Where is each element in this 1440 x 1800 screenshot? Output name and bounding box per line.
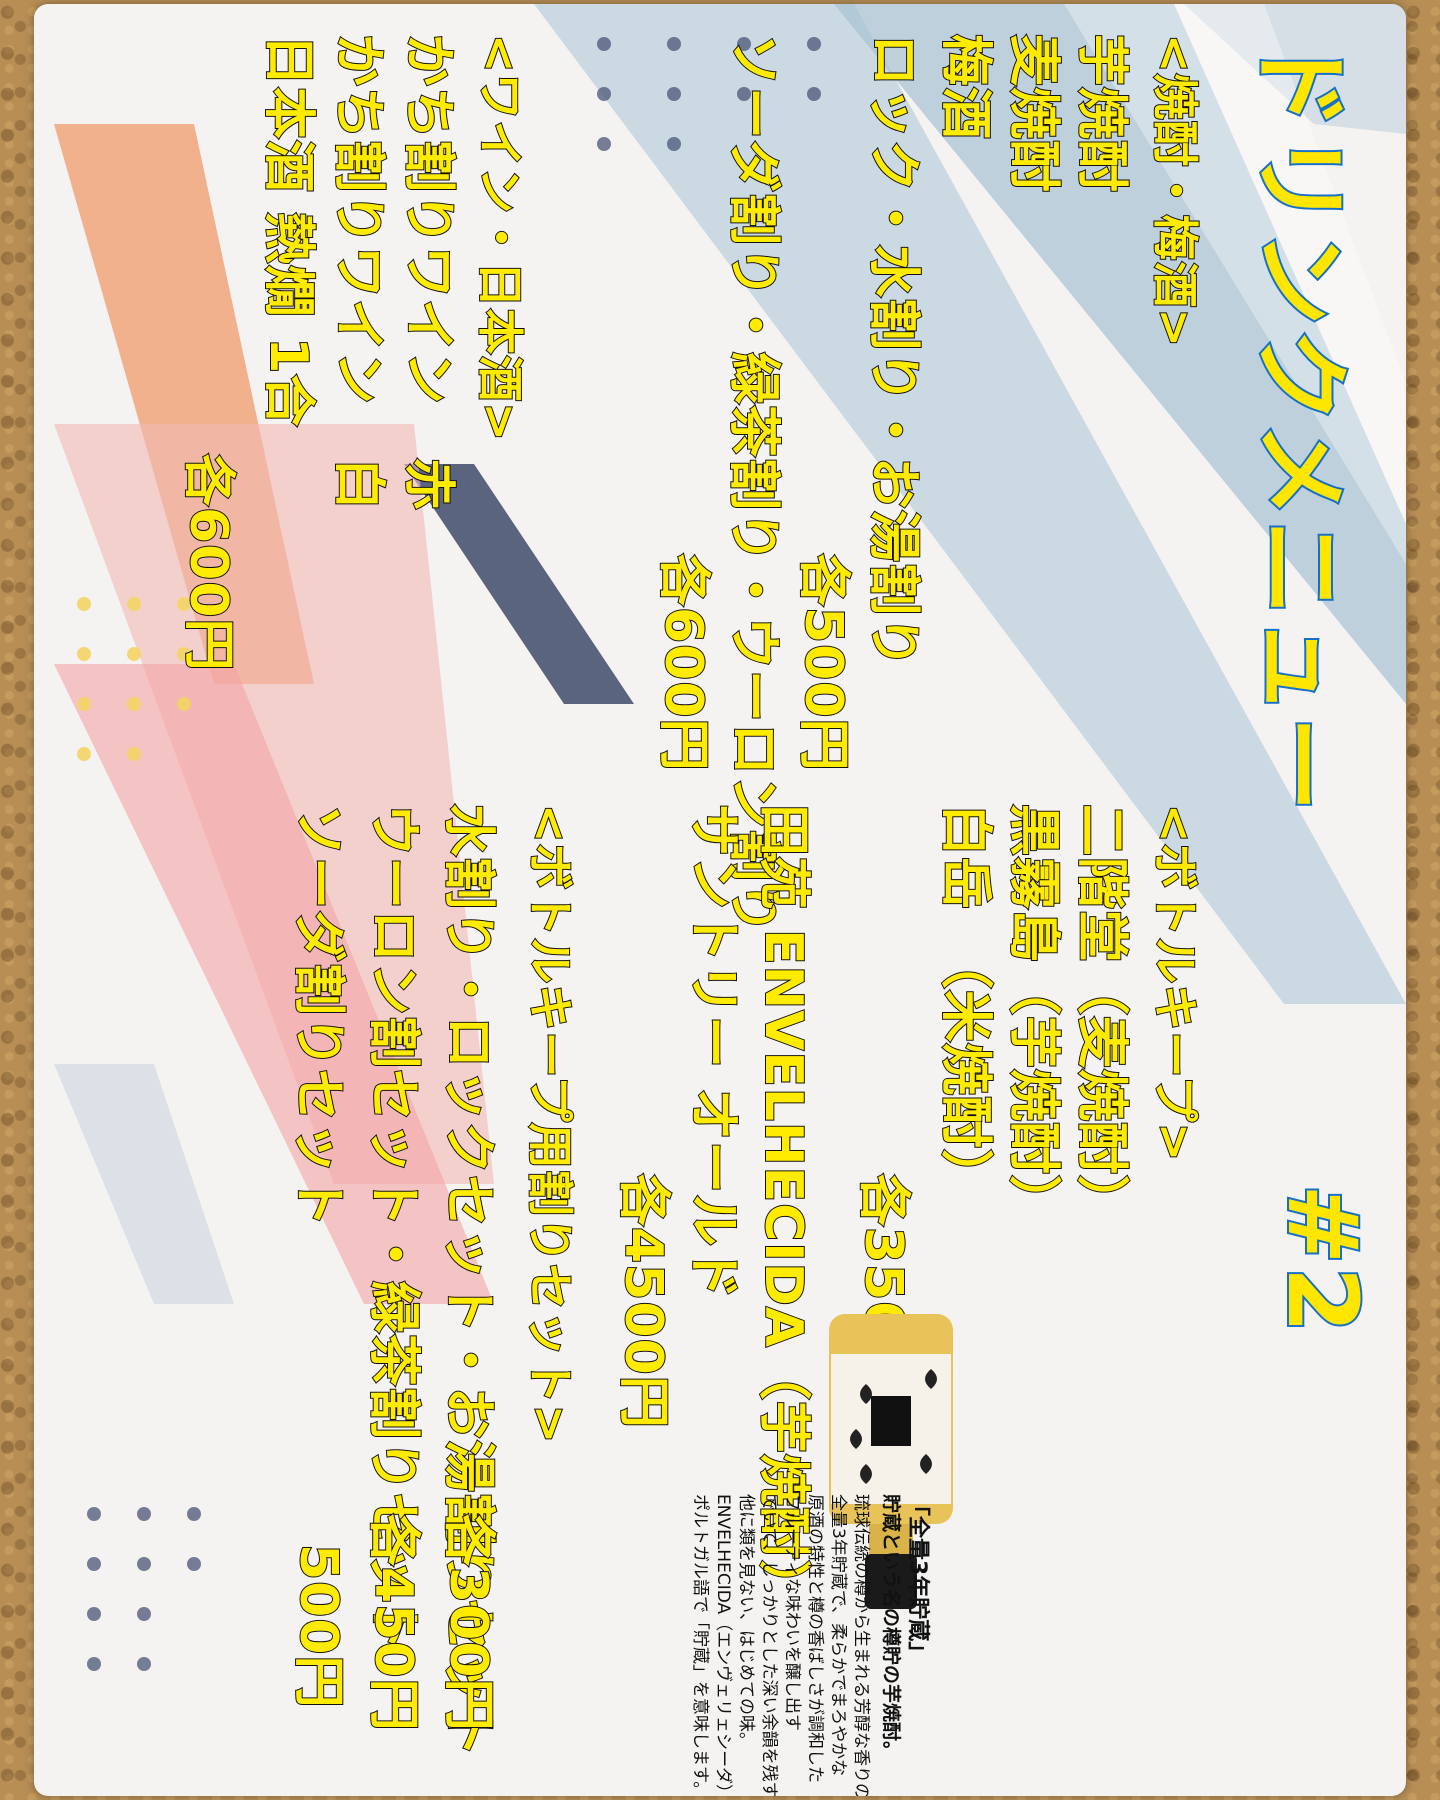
ad-body-line: フルーティな味わいを醸し出す <box>782 1494 802 1731</box>
ad-subhead: 貯蔵という名の樽貯の芋焼酎。 <box>880 1494 902 1761</box>
shochu-item: 芋焼酎 <box>1070 33 1132 194</box>
ad-headline: 「全量3年貯蔵」 <box>905 1494 930 1664</box>
shochu-item: 麦焼酎 <box>1002 33 1064 194</box>
wine-price: 各600円 <box>177 453 239 673</box>
bottle-keep-item-premium: サントリー オールド <box>682 803 744 1301</box>
mixer-set-price: 各300円 <box>437 1513 499 1733</box>
ad-body-line: ENVELHECIDA（エンヴェリェシーダ） <box>713 1494 733 1796</box>
bottle-keep-item: 白岳 （米焼酎） <box>934 803 996 1203</box>
soda-styles-price: 各600円 <box>652 553 714 773</box>
page-label: #2 <box>1264 1182 1380 1337</box>
ad-body-line: ポルトガル語で「貯蔵」を意味します。 <box>690 1494 710 1796</box>
ad-body-line: 琉球伝統の樽から生まれる芳醇な香りの華やかさ <box>851 1494 871 1796</box>
mixer-set-header: <ボトルキープ用割りセット> <box>522 803 578 1445</box>
ad-body-line: 全量3年貯蔵で、柔らかでまろやかな <box>828 1494 848 1777</box>
shochu-header: <焼酎・梅酒> <box>1147 33 1203 349</box>
ad-body-line: でいて、しっかりとした深い余韻を残す <box>759 1494 779 1796</box>
mixer-set-price: 各450円 <box>362 1513 424 1733</box>
serving-styles: ロック・水割り・お湯割り <box>862 33 924 670</box>
bottle-keep-item-premium: 田苑 ENVELHECIDA（芋焼酎） <box>752 803 814 1614</box>
wine-header: <ワイン・日本酒> <box>472 33 528 443</box>
menu-title: ドリンクメニュー <box>1242 32 1358 816</box>
decorative-stripes <box>54 4 1406 1671</box>
wine-item: かち割りワイン 赤 <box>397 33 459 512</box>
soda-styles: ソーダ割り・緑茶割り・ウーロン割り <box>722 33 784 936</box>
bottle-keep-premium-price: 各4500円 <box>612 1173 674 1430</box>
bottle-keep-item: 黒霧島（芋焼酎） <box>1002 803 1064 1229</box>
wine-item: 日本酒 熱燗 1合 <box>257 33 319 428</box>
menu-content-rotated: ドリンクメニュー #2 <焼酎・梅酒> 芋焼酎 麦焼酎 梅酒 ロック・水割り・お… <box>34 4 1406 1796</box>
mixer-set-item: ソーダ割りセット <box>287 803 349 1229</box>
wine-item: かち割りワイン 白 <box>327 33 389 512</box>
serving-styles-price: 各500円 <box>792 553 854 773</box>
bottle-keep-header: <ボトルキープ> <box>1147 803 1203 1163</box>
bottle-image <box>829 1314 953 1609</box>
ad-body-line: 他に類を見ない、はじめての味。 <box>736 1494 756 1749</box>
shochu-item: 梅酒 <box>934 33 996 141</box>
ad-body-line: 原酒の特性と樽の香ばしさが調和した <box>805 1494 825 1783</box>
bottle-keep-item: 二階堂（麦焼酎） <box>1070 803 1132 1229</box>
menu-card: ドリンクメニュー #2 <焼酎・梅酒> 芋焼酎 麦焼酎 梅酒 ロック・水割り・お… <box>34 4 1406 1796</box>
mixer-set-price: 500円 <box>287 1543 349 1710</box>
